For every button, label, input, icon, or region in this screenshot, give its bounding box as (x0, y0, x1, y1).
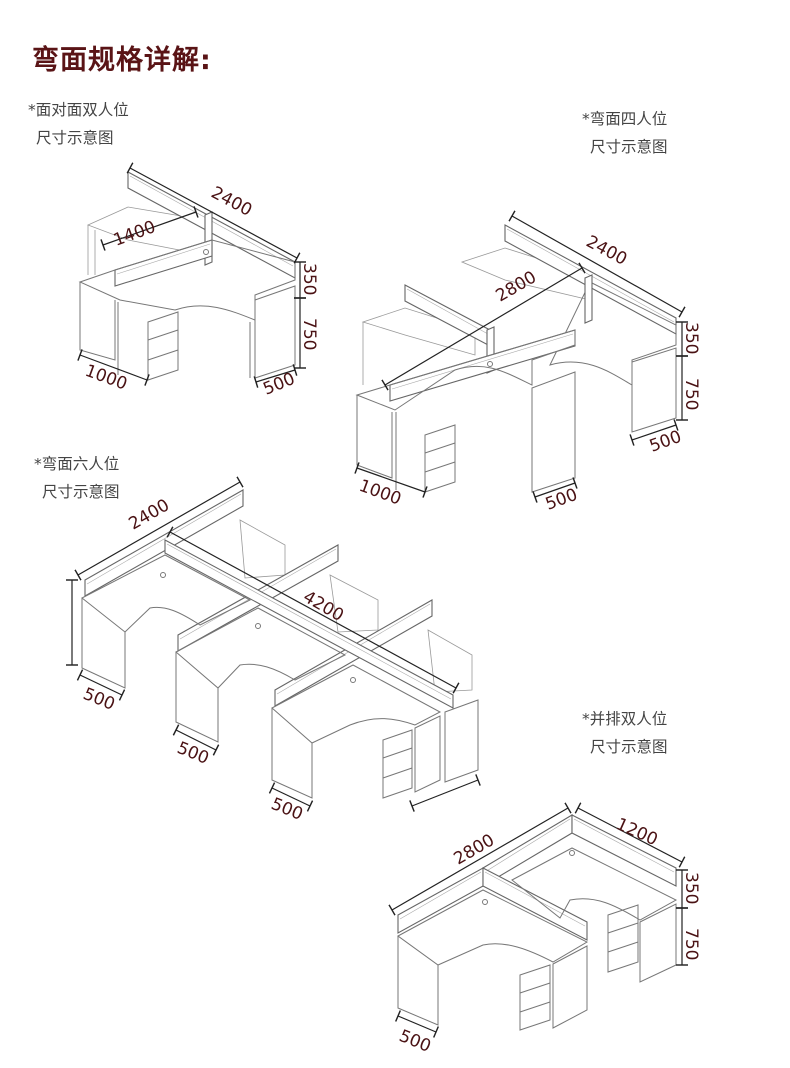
caption-name: *弯面六人位 (34, 455, 120, 473)
caption-curved-4: *弯面四人位 尺寸示意图 (582, 105, 668, 161)
caption-name: *面对面双人位 (28, 101, 129, 119)
dim-500: 500 (647, 427, 684, 457)
dim-500-c: 500 (268, 794, 306, 825)
diagram-curved-4: 2400 2800 350 750 500 1000 500 (354, 210, 701, 515)
caption-sub: 尺寸示意图 (590, 738, 668, 756)
dim-750: 750 (681, 378, 701, 410)
diagram-curved-6: 2400 4200 500 500 500 (66, 476, 481, 825)
dim-2400: 2400 (126, 495, 173, 534)
dim-2400: 2400 (583, 232, 631, 270)
caption-sub: 尺寸示意图 (36, 129, 114, 147)
dim-500-b: 500 (174, 738, 212, 769)
dim-2800: 2800 (493, 267, 540, 306)
dim-500: 500 (543, 485, 580, 515)
caption-sub: 尺寸示意图 (590, 138, 668, 156)
dim-350: 350 (681, 872, 701, 904)
dim-500: 500 (260, 369, 298, 400)
caption-side-by-side-2: *并排双人位 尺寸示意图 (582, 705, 668, 761)
dim-500-a: 500 (80, 684, 118, 715)
caption-name: *并排双人位 (582, 710, 668, 728)
dim-350: 350 (299, 263, 319, 295)
caption-name: *弯面四人位 (582, 110, 668, 128)
caption-face-to-face-2: *面对面双人位 尺寸示意图 (28, 96, 129, 152)
dim-2400: 2400 (208, 183, 256, 221)
dim-750: 750 (681, 928, 701, 960)
dim-350: 350 (681, 322, 701, 354)
diagram-face-to-face-2: 2400 1400 350 750 1000 500 (77, 162, 319, 400)
dim-750: 750 (299, 318, 319, 350)
dim-500: 500 (396, 1026, 434, 1057)
dim-1400: 1400 (111, 217, 158, 251)
page-title: 弯面规格详解: (32, 45, 212, 76)
dim-1000: 1000 (356, 476, 403, 510)
dim-1000: 1000 (82, 361, 129, 395)
diagram-side-by-side-2: 2800 1200 350 750 500 (388, 802, 701, 1057)
